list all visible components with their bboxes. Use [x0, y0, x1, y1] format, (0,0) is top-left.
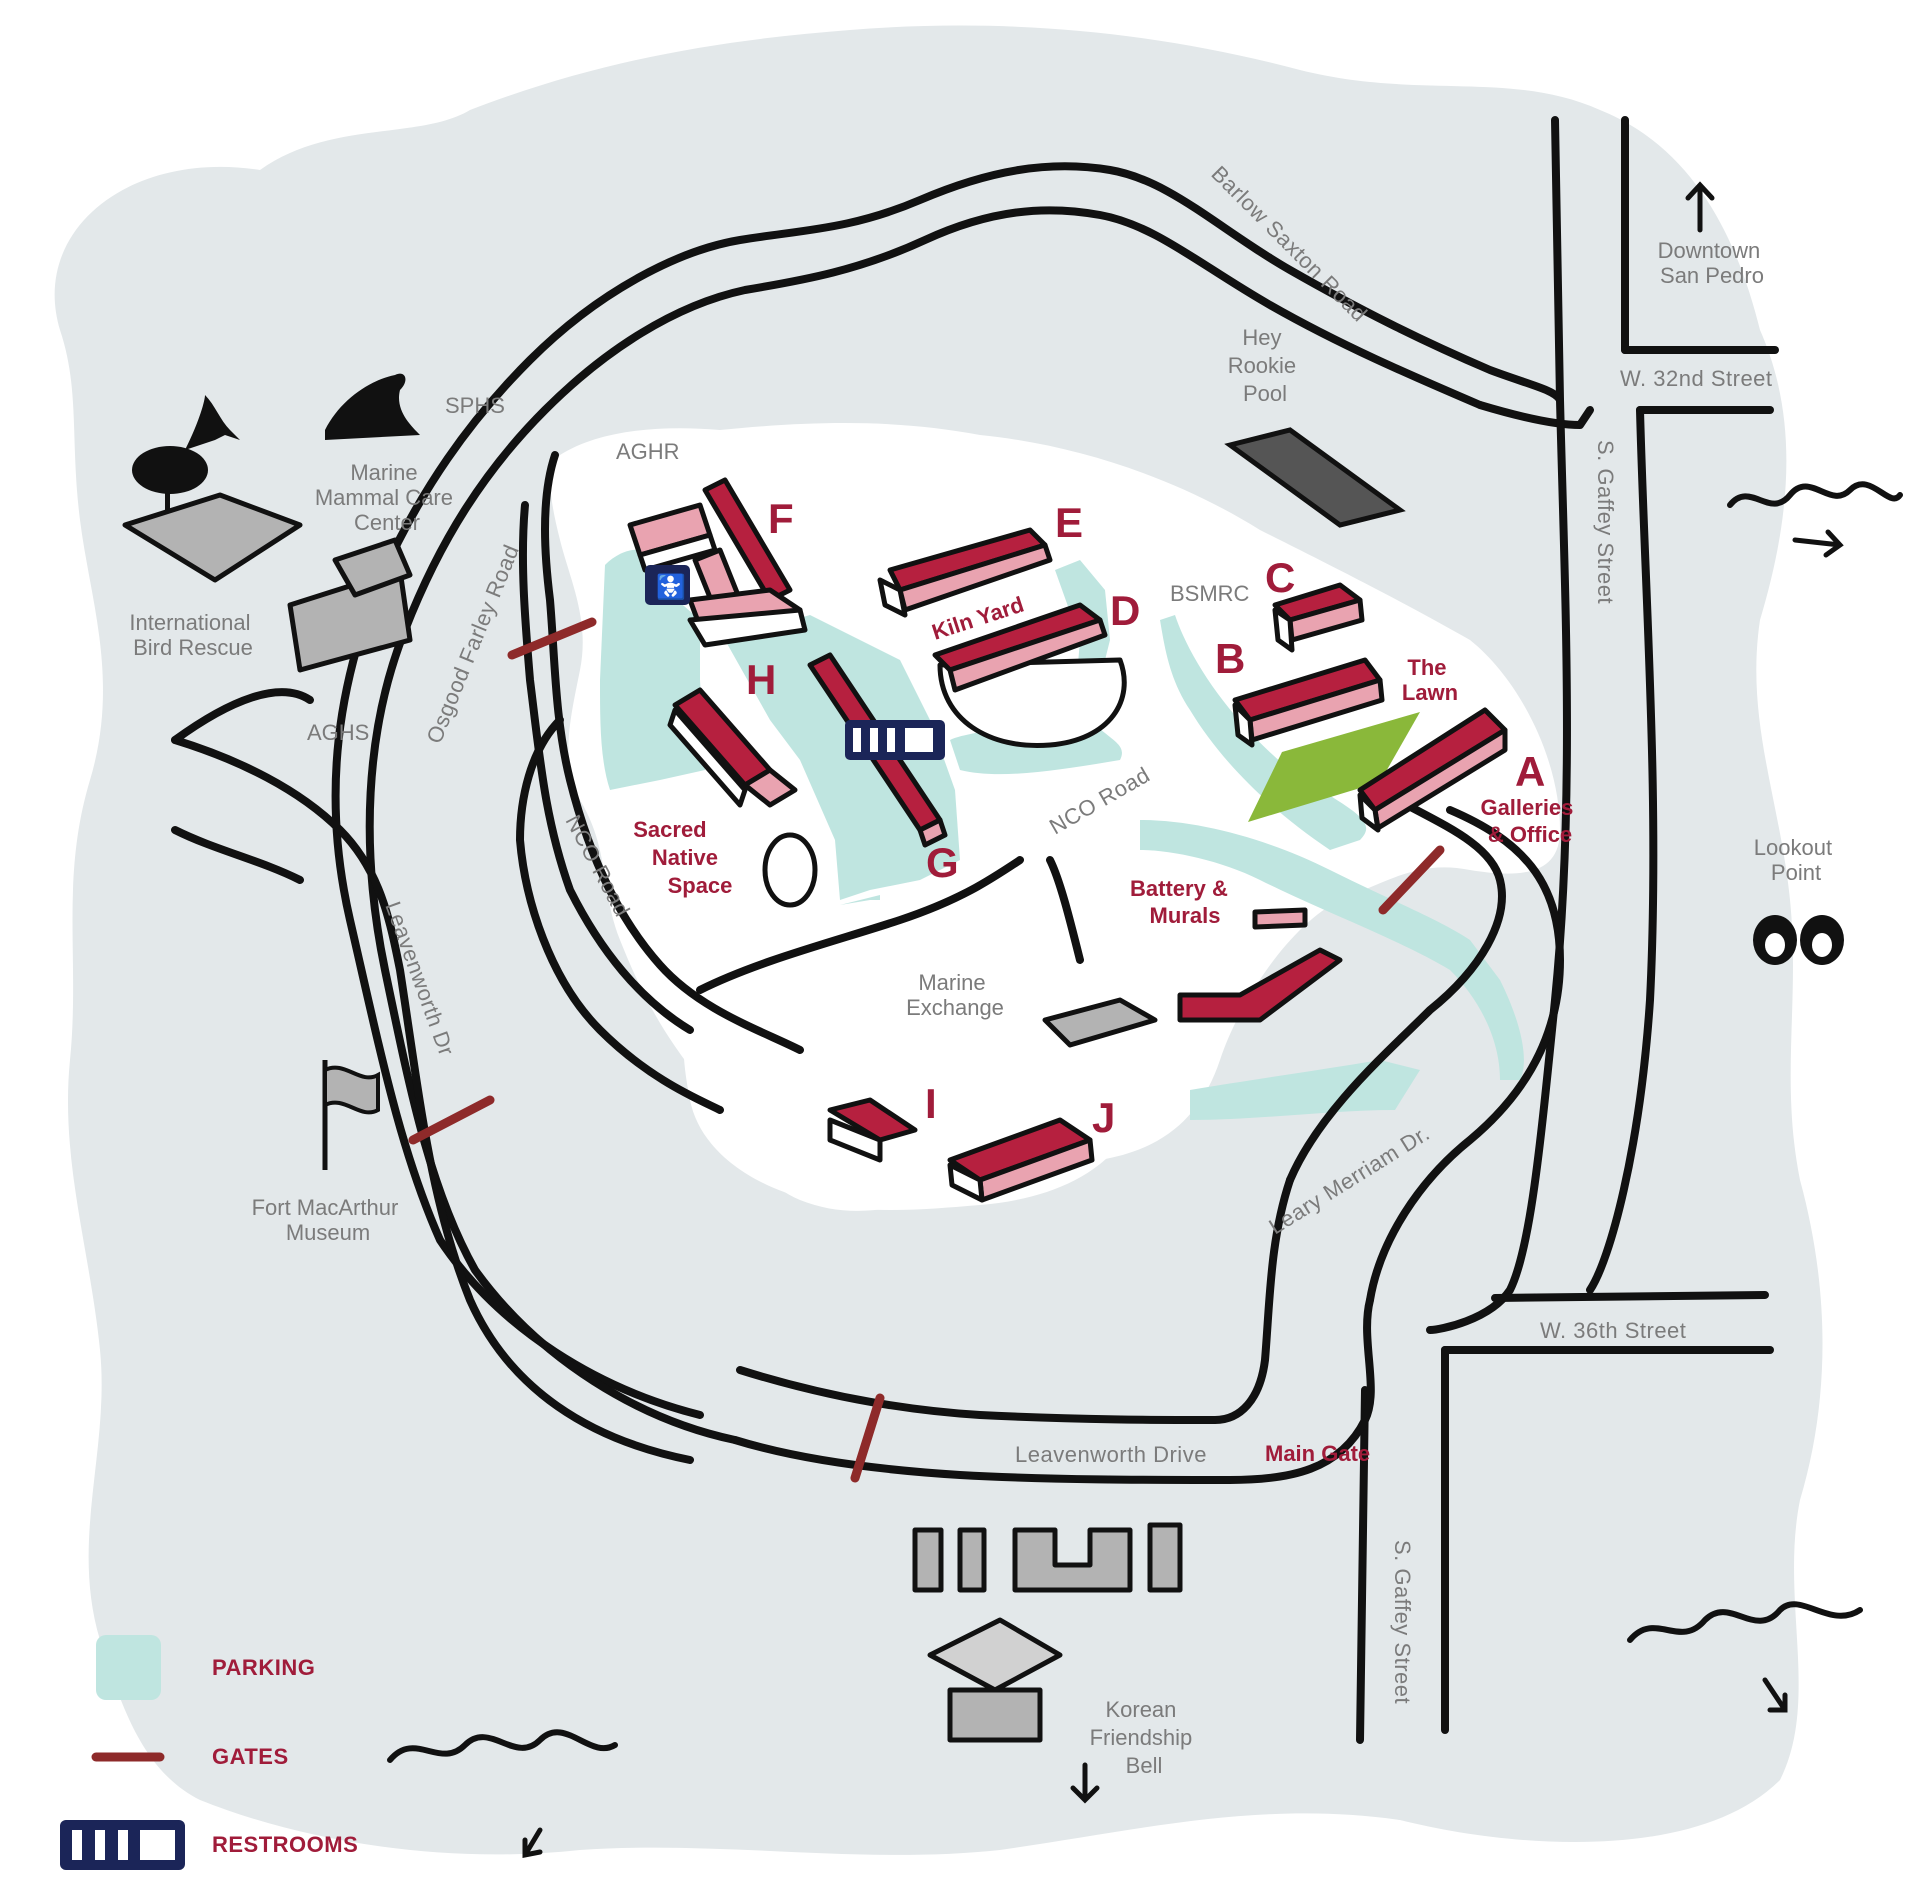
gate [1378, 845, 1445, 915]
road-label-gaffey-south: S. Gaffey Street [1390, 1540, 1415, 1704]
icons: 🚼 [132, 181, 1903, 1859]
legend-parking-label: PARKING [212, 1655, 315, 1680]
label-battery: Battery & Murals [1130, 876, 1234, 928]
legend-parking-swatch [96, 1635, 161, 1700]
wave-icon [1727, 481, 1903, 508]
letter-i: I [925, 1080, 937, 1127]
restroom-icon: 🚼 [645, 565, 690, 605]
label-the-lawn: The Lawn [1402, 655, 1458, 705]
letter-a: A [1515, 748, 1545, 795]
binoculars-icon [1753, 915, 1844, 965]
label-lookout: Lookout Point [1754, 835, 1838, 885]
legend: PARKING GATES RESTROOMS [60, 1635, 358, 1870]
flag-icon [322, 1060, 380, 1170]
bird-rescue-building [122, 492, 303, 583]
label-hey-rookie: Hey Rookie Pool [1228, 325, 1303, 406]
letter-h: H [746, 656, 776, 703]
building-e [877, 527, 1053, 618]
the-lawn [1248, 712, 1420, 822]
label-korean-bell: Korean Friendship Bell [1090, 1697, 1199, 1778]
gates [408, 617, 1445, 1483]
letter-c: C [1265, 554, 1295, 601]
building-a [1357, 707, 1508, 833]
building-j [947, 1117, 1095, 1203]
label-marine-exchange: Marine Exchange [906, 970, 1004, 1020]
gate [507, 617, 597, 660]
label-galleries: Galleries & Office [1480, 795, 1579, 847]
roads [171, 116, 1779, 1744]
marine-center-building-2 [332, 537, 413, 598]
bell-pavilion-icon [927, 1617, 1063, 1743]
building-c [1272, 582, 1365, 653]
svg-text:🚼: 🚼 [656, 573, 686, 601]
label-bsmrc: BSMRC [1170, 581, 1250, 606]
label-museum: Fort MacArthur Museum [252, 1195, 405, 1245]
battery [1177, 947, 1343, 1023]
southern-buildings [912, 1522, 1183, 1593]
road-label-w32nd: W. 32nd Street [1620, 366, 1773, 391]
building-i [827, 1097, 918, 1163]
label-aghs: AGHS [307, 720, 369, 745]
gate [850, 1393, 885, 1483]
legend-gates-label: GATES [212, 1744, 289, 1769]
legend-restrooms-label: RESTROOMS [212, 1832, 358, 1857]
building-f [627, 477, 808, 648]
building-letters: A B C D E F G H I J [746, 495, 1545, 1141]
label-bird-rescue: International Bird Rescue [129, 610, 256, 660]
building-h [667, 687, 798, 808]
label-sacred-space: Sacred Native Space [633, 817, 732, 898]
letter-b: B [1215, 635, 1245, 682]
arrow-icon [522, 181, 1844, 1859]
label-sphs: SPHS [445, 393, 505, 418]
road-label-w36th: W. 36th Street [1540, 1318, 1686, 1343]
road-label-gaffey-north: S. Gaffey Street [1593, 440, 1618, 604]
battery-small [1252, 907, 1308, 930]
label-main-gate: Main Gate [1265, 1441, 1370, 1466]
gate [408, 1095, 495, 1145]
wave-icon [1627, 1601, 1863, 1643]
label-marine-mammal: Marine Mammal Care Center [315, 460, 459, 535]
pool-icon [1224, 427, 1406, 528]
label-downtown: Downtown San Pedro [1658, 238, 1767, 288]
wave-icon [387, 1729, 618, 1763]
buildings [122, 427, 1508, 1743]
place-labels: SPHS AGHR AGHS BSMRC Marine Mammal Care … [129, 238, 1838, 1778]
letter-e: E [1055, 499, 1083, 546]
label-aghr: AGHR [616, 439, 680, 464]
sacred-circle [762, 832, 818, 908]
letter-f: F [768, 495, 794, 542]
legend-restroom-swatch [60, 1820, 185, 1870]
building-d [932, 602, 1127, 749]
letter-d: D [1110, 587, 1140, 634]
restroom-icon-2 [845, 720, 945, 760]
road-label-leavenworth-drive: Leavenworth Drive [1015, 1442, 1207, 1467]
letter-g: G [926, 839, 959, 886]
sea-lion-icon [325, 373, 420, 440]
marine-exchange-building [1042, 997, 1158, 1048]
letter-j: J [1092, 1094, 1115, 1141]
pelican-icon [132, 395, 240, 510]
building-b [1232, 657, 1385, 748]
